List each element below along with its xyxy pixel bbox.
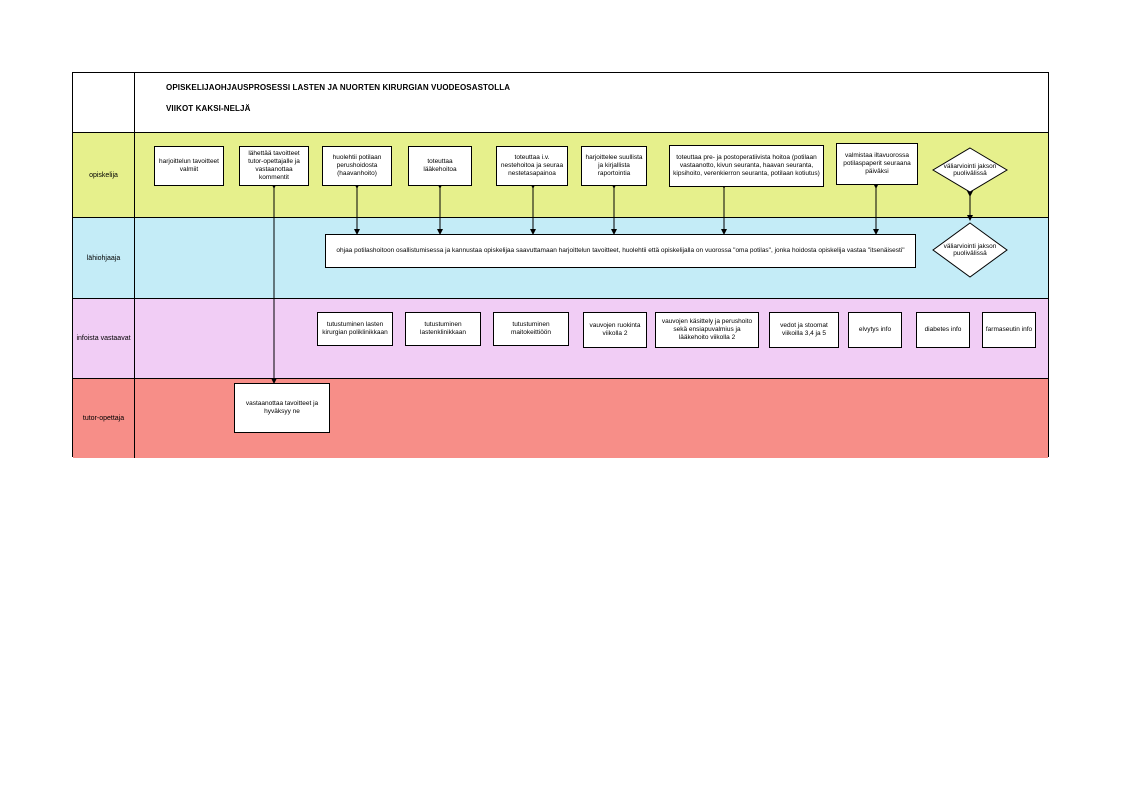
diagram-title: OPISKELIJAOHJAUSPROSESSI LASTEN JA NUORT…: [166, 83, 511, 92]
diamond-shape-icon: [932, 222, 1008, 278]
lane-label-tutor: tutor-opettaja: [73, 379, 135, 458]
decision-label-lahiohjaaja: väliarviointi jakson puolivälissä: [943, 242, 997, 257]
lane-label-infoista: infoista vastaavat: [73, 299, 135, 378]
box-info-vauvojen-kasittely: vauvojen käsittely ja perushoito sekä en…: [655, 312, 759, 348]
box-info-maitokeittio: tutustuminen maitokeittiöön: [493, 312, 569, 346]
box-info-farmaseutti: farmaseutin info: [982, 312, 1036, 348]
box-perushoito: huolehtii potilaan perushoidosta (haavan…: [322, 146, 392, 186]
box-iltavuoro: valmistaa iltavuorossa potilaspaperit se…: [836, 143, 918, 185]
header-label-cell: [73, 73, 135, 132]
lane-label-opiskelija: opiskelija: [73, 133, 135, 217]
box-info-vauvojen-ruokinta: vauvojen ruokinta viikolla 2: [583, 312, 647, 348]
box-info-diabetes: diabetes info: [916, 312, 970, 348]
box-info-lastenklinikka: tutustuminen lastenklinikkaan: [405, 312, 481, 346]
box-lahiohjaaja-ohjaus: ohjaa potilashoitoon osallistumisessa ja…: [325, 234, 916, 268]
box-pre-postoperatiivinen: toteuttaa pre- ja postoperatiivista hoit…: [669, 145, 824, 187]
box-info-elvytys: elvytys info: [848, 312, 902, 348]
diamond-shape-icon: [932, 147, 1008, 193]
decision-label-opiskelija: väliarviointi jakson puolivälissä: [943, 162, 997, 177]
lane-label-lahiohjaaja: lähiohjaaja: [73, 218, 135, 298]
box-info-poliklinikka: tutustuminen lasten kirurgian poliklinik…: [317, 312, 393, 346]
box-tavoitteet-valmiit: harjoittelun tavoitteet valmiit: [154, 146, 224, 186]
box-laheta-tavoitteet: lähettää tavoitteet tutor-opettajalle ja…: [239, 146, 309, 186]
box-raportointi: harjoittelee suullista ja kirjallista ra…: [581, 146, 647, 186]
diagram-subtitle: VIIKOT KAKSI-NELJÄ: [166, 104, 251, 113]
header-row: OPISKELIJAOHJAUSPROSESSI LASTEN JA NUORT…: [73, 73, 1048, 132]
box-nestehoito: toteuttaa i.v. nestehoitoa ja seuraa nes…: [496, 146, 568, 186]
box-laakehoito: toteuttaa lääkehoitoa: [408, 146, 472, 186]
lane-tutor-opettaja: tutor-opettaja: [73, 378, 1048, 458]
box-tutor-hyvaksyy: vastaanottaa tavoitteet ja hyväksyy ne: [234, 383, 330, 433]
box-info-vedot-stoomat: vedot ja stoomat viikoilla 3,4 ja 5: [769, 312, 839, 348]
decision-valiarviointi-opiskelija: väliarviointi jakson puolivälissä: [932, 147, 1008, 193]
decision-valiarviointi-lahiohjaaja: väliarviointi jakson puolivälissä: [932, 222, 1008, 278]
